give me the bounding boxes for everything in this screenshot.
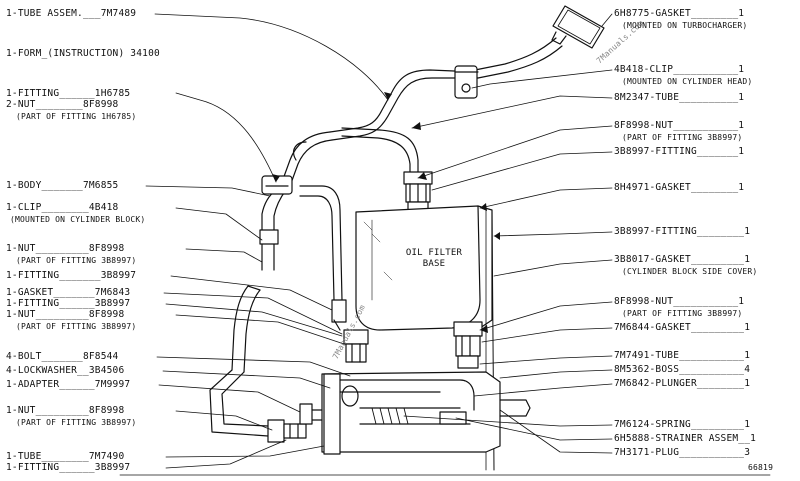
callout-tube-7m7491: 7M7491-TUBE___________1 <box>614 350 751 361</box>
figure-number: 66819 <box>748 463 774 472</box>
callout-nut-8f8998-b-note: (PART OF FITTING 3B8997) <box>622 309 743 318</box>
callout-fitting-3b8997-a: 3B8997-FITTING_______1 <box>614 146 745 157</box>
callout-gasket-7m6844: 7M6844-GASKET_________1 <box>614 322 751 333</box>
callout-boss-8m5362: 8M5362-BOSS___________4 <box>614 364 751 375</box>
callout-plug-7h3171: 7H3171-PLUG___________3 <box>614 447 751 458</box>
callout-fitting-b: 1-FITTING______3B8997 <box>6 298 131 309</box>
callout-clip: 1-CLIP________4B418 <box>6 202 119 213</box>
callout-clip-note: (MOUNTED ON CYLINDER BLOCK) <box>10 215 146 224</box>
callout-fitting-c: 1-FITTING______3B8997 <box>6 462 131 473</box>
hose-left-1 <box>231 285 261 373</box>
callout-nut-2: 2-NUT________8F8998 <box>6 99 119 110</box>
tube-8m2347 <box>329 37 563 141</box>
right-fitting-stack <box>453 321 483 369</box>
callout-gasket-3b8017-note: (CYLINDER BLOCK SIDE COVER) <box>622 267 758 276</box>
callout-gasket-6h8775: 6H8775-GASKET________1 <box>614 8 745 19</box>
callout-nut-c: 1-NUT_________8F8998 <box>6 405 125 416</box>
turbo-gasket-flange <box>551 5 605 49</box>
filter-base-label: OIL FILTER BASE <box>404 248 464 270</box>
callout-body: 1-BODY_______7M6855 <box>6 180 119 191</box>
callout-spring-7m6124: 7M6124-SPRING_________1 <box>614 419 751 430</box>
base-text-line-2: BASE <box>422 259 446 269</box>
callout-nut-b: 1-NUT_________8F8998 <box>6 309 125 320</box>
callout-nut-8f8998-a: 8F8998-NUT___________1 <box>614 120 745 131</box>
callout-plunger-7m6842: 7M6842-PLUNGER________1 <box>614 378 751 389</box>
callout-gasket-6h8775-note: (MOUNTED ON TURBOCHARGER) <box>622 21 748 30</box>
base-text-line-1: OIL FILTER <box>405 248 463 258</box>
lower-left-fitting <box>267 419 307 443</box>
callout-gasket-7m6843: 1-GASKET_______7M6843 <box>6 287 131 298</box>
callout-nut-2-note: (PART OF FITTING 1H6785) <box>16 112 137 121</box>
callout-nut-a-note: (PART OF FITTING 3B8997) <box>16 256 137 265</box>
callout-fitting-3b8997-b: 3B8997-FITTING________1 <box>614 226 751 237</box>
callout-bolt: 4-BOLT_______8F8544 <box>6 351 119 362</box>
callout-lockwasher: 4-LOCKWASHER__3B4506 <box>6 365 125 376</box>
callout-fitting-a: 1-FITTING_______3B8997 <box>6 270 137 281</box>
callout-gasket-8h4971: 8H4971-GASKET________1 <box>614 182 745 193</box>
upper-tube-to-fitting <box>281 127 419 187</box>
callout-adapter: 1-ADAPTER______7M9997 <box>6 379 131 390</box>
callout-fitting-1h6785: 1-FITTING______1H6785 <box>6 88 131 99</box>
clip-4b418-head <box>454 65 478 99</box>
callout-nut-8f8998-a-note: (PART OF FITTING 3B8997) <box>622 133 743 142</box>
callout-gasket-3b8017: 3B8017-GASKET_________1 <box>614 254 751 265</box>
callout-clip-4b418: 4B418-CLIP___________1 <box>614 64 745 75</box>
callout-nut-c-note: (PART OF FITTING 3B8997) <box>16 418 137 427</box>
adapter-block <box>299 371 531 455</box>
leader-arrowheads <box>272 92 500 333</box>
callout-nut-8f8998-b: 8F8998-NUT___________1 <box>614 296 745 307</box>
leader-lines <box>145 13 613 469</box>
callout-strainer-6h5888: 6H5888-STRAINER ASSEM__1 <box>614 433 757 444</box>
tube-7m7490-loop <box>209 369 269 437</box>
mid-fitting-stack <box>331 299 369 363</box>
callout-clip-4b418-note: (MOUNTED ON CYLINDER HEAD) <box>622 77 753 86</box>
callout-tube-7m7490: 1-TUBE________7M7490 <box>6 451 125 462</box>
left-body-tube <box>259 141 343 301</box>
callout-nut-b-note: (PART OF FITTING 3B8997) <box>16 322 137 331</box>
callout-tube-8m2347: 8M2347-TUBE__________1 <box>614 92 745 103</box>
callout-tube-assem: 1-TUBE ASSEM.___7M7489 <box>6 8 137 19</box>
callout-form: 1-FORM_(INSTRUCTION) 34100 <box>6 48 160 59</box>
callout-nut-a: 1-NUT_________8F8998 <box>6 243 125 254</box>
